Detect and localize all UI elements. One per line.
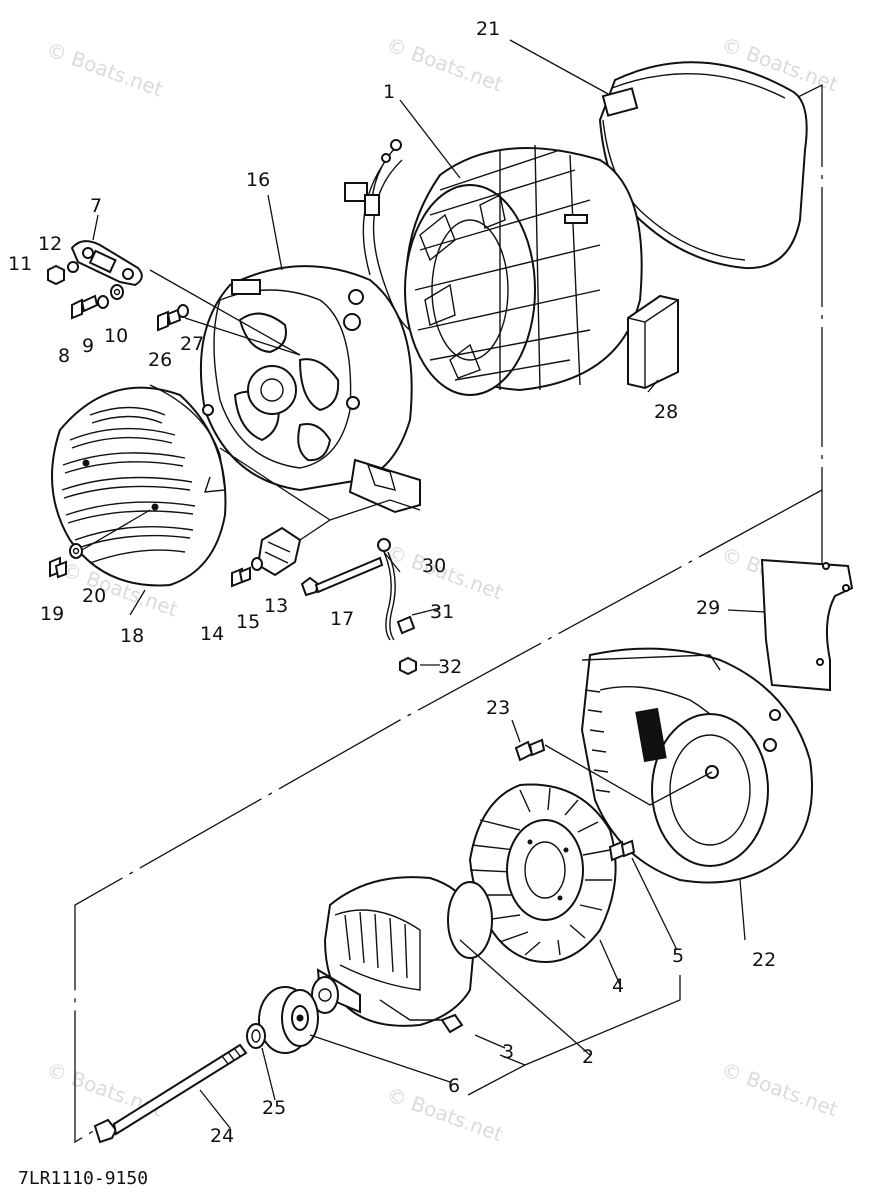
watermark: © Boats.net bbox=[383, 32, 506, 96]
through-bolt-lower bbox=[93, 1043, 248, 1144]
callout-14: 14 bbox=[200, 623, 224, 645]
part-code: 7LR1110-9150 bbox=[18, 1168, 148, 1189]
callout-20: 20 bbox=[82, 585, 106, 607]
fasteners-cover bbox=[49, 543, 83, 579]
watermark: © Boats.net bbox=[43, 37, 166, 101]
stator bbox=[344, 139, 643, 396]
callout-9: 9 bbox=[82, 335, 94, 357]
fan-housing bbox=[580, 647, 813, 884]
callout-5: 5 bbox=[672, 945, 684, 967]
callout-23: 23 bbox=[486, 697, 510, 719]
callout-28: 28 bbox=[654, 401, 678, 423]
brush-holder bbox=[70, 240, 143, 287]
callout-32: 32 bbox=[438, 656, 462, 678]
callout-3: 3 bbox=[502, 1041, 514, 1063]
callout-24: 24 bbox=[210, 1125, 234, 1147]
callout-6: 6 bbox=[448, 1075, 460, 1097]
callout-7: 7 bbox=[90, 195, 102, 217]
through-bolt-upper bbox=[300, 556, 384, 597]
rectifier-group bbox=[231, 526, 302, 588]
callout-21: 21 bbox=[476, 18, 500, 40]
callout-13: 13 bbox=[264, 595, 288, 617]
callout-15: 15 bbox=[236, 611, 260, 633]
cover-band bbox=[598, 61, 808, 270]
plate bbox=[760, 558, 854, 692]
callout-2: 2 bbox=[582, 1046, 594, 1068]
end-bracket bbox=[199, 265, 421, 514]
callout-18: 18 bbox=[120, 625, 144, 647]
washer-25 bbox=[246, 1023, 266, 1049]
callout-4: 4 bbox=[612, 975, 624, 997]
brush bbox=[440, 1013, 464, 1034]
rotor bbox=[311, 876, 493, 1027]
ground-wire-group bbox=[377, 538, 417, 676]
callout-11: 11 bbox=[8, 253, 32, 275]
callout-8: 8 bbox=[58, 345, 70, 367]
leader-lines bbox=[81, 39, 766, 1129]
end-cover-grille bbox=[51, 384, 227, 587]
callout-27: 27 bbox=[180, 333, 204, 355]
callout-29: 29 bbox=[696, 597, 720, 619]
fasteners-upper bbox=[47, 261, 189, 332]
bearing bbox=[258, 986, 319, 1054]
callout-19: 19 bbox=[40, 603, 64, 625]
callout-16: 16 bbox=[246, 169, 270, 191]
callouts: 1 2 3 4 5 6 7 8 9 10 11 12 13 14 15 16 1… bbox=[8, 18, 776, 1147]
callout-17: 17 bbox=[330, 608, 354, 630]
callout-31: 31 bbox=[430, 601, 454, 623]
watermark: © Boats.net bbox=[383, 1082, 506, 1146]
screw-23 bbox=[514, 738, 546, 762]
pad bbox=[627, 294, 679, 390]
callout-1: 1 bbox=[383, 81, 395, 103]
cooling-fan bbox=[468, 783, 617, 963]
callout-22: 22 bbox=[752, 949, 776, 971]
watermark: © Boats.net bbox=[718, 1057, 841, 1121]
callout-30: 30 bbox=[422, 555, 446, 577]
callout-12: 12 bbox=[38, 233, 62, 255]
callout-25: 25 bbox=[262, 1097, 286, 1119]
callout-10: 10 bbox=[104, 325, 128, 347]
callout-26: 26 bbox=[148, 349, 172, 371]
screw-5 bbox=[608, 839, 636, 862]
